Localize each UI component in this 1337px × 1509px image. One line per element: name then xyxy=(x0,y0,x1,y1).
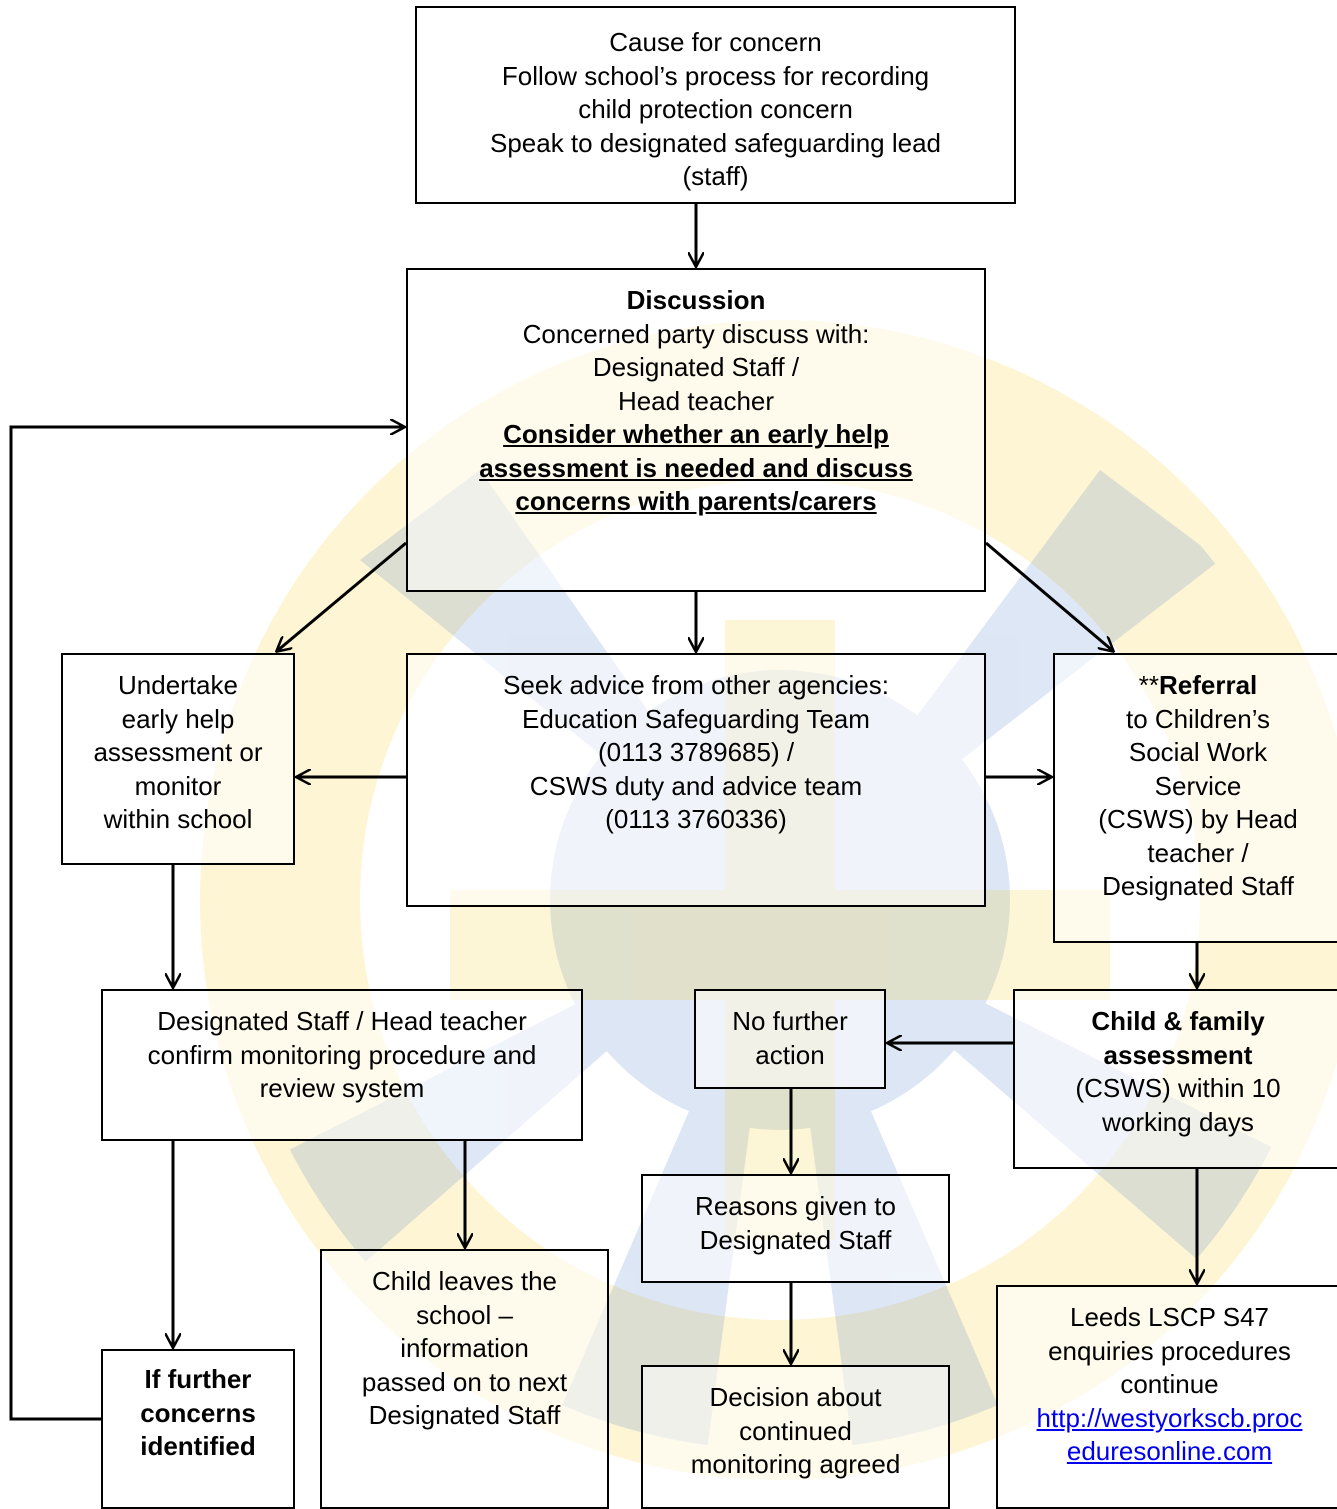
referral-line: to Children’s xyxy=(1125,703,1271,734)
confirm-monitoring-line: Designated Staff / Head teacher xyxy=(157,1006,527,1036)
referral-heading: **Referral xyxy=(1055,669,1337,703)
early-help-line: assessment or xyxy=(93,737,263,767)
decision-line: monitoring agreed xyxy=(690,1449,901,1479)
cause-line: Follow school’s process for recording xyxy=(501,60,930,91)
assessment-line: working days xyxy=(1102,1106,1254,1137)
assessment-line: (CSWS) within 10 xyxy=(1075,1073,1281,1103)
early-help-line: within school xyxy=(103,804,253,834)
cause-line: Speak to designated safeguarding lead xyxy=(489,127,941,158)
leeds-line: enquiries procedures xyxy=(1048,1335,1291,1366)
seek-advice-line: (0113 3789685) / xyxy=(597,737,795,767)
cause-line: Cause for concern xyxy=(609,27,822,57)
referral-line: Social Work xyxy=(1128,737,1268,767)
early-help-line: early help xyxy=(121,703,235,734)
child-family-assessment-box: Child & family assessment (CSWS) within … xyxy=(1013,989,1337,1169)
seek-advice-line: CSWS duty and advice team xyxy=(529,770,863,801)
leeds-line: continue xyxy=(1120,1369,1219,1399)
assessment-title-line: Child & family xyxy=(1091,1006,1265,1036)
cause-for-concern-box: Cause for concern Follow school’s proces… xyxy=(415,6,1016,204)
discussion-emphasis-line: concerns with parents/carers xyxy=(515,486,877,516)
discussion-box: Discussion Concerned party discuss with:… xyxy=(406,268,986,592)
discussion-emphasis-line: Consider whether an early help xyxy=(503,419,889,449)
child-leaves-line: passed on to next xyxy=(361,1366,568,1397)
procedures-link[interactable]: http://westyorkscb.proc xyxy=(1036,1402,1303,1433)
discussion-line: Concerned party discuss with: xyxy=(522,318,870,349)
arrow-further-concerns-loop-to-discussion xyxy=(9,427,404,1421)
reasons-given-line: Reasons given to xyxy=(695,1191,896,1221)
procedures-link[interactable]: eduresonline.com xyxy=(1066,1436,1273,1466)
seek-advice-line: Seek advice from other agencies: xyxy=(503,670,889,700)
seek-advice-line: (0113 3760336) xyxy=(605,804,787,834)
further-concerns-line: concerns xyxy=(140,1397,256,1428)
child-leaves-line: information xyxy=(400,1333,529,1363)
discussion-title: Discussion xyxy=(626,285,766,315)
further-concerns-line: If further xyxy=(144,1364,252,1394)
early-help-line: monitor xyxy=(134,770,222,801)
further-concerns-box: If further concerns identified xyxy=(101,1349,295,1509)
confirm-monitoring-line: review system xyxy=(259,1073,425,1103)
seek-advice-line: Education Safeguarding Team xyxy=(522,703,870,734)
assessment-title-line: assessment xyxy=(1103,1039,1253,1070)
child-leaves-box: Child leaves the school – information pa… xyxy=(320,1249,609,1509)
arrow-discussion-to-early-help xyxy=(277,541,407,651)
decision-box: Decision about continued monitoring agre… xyxy=(641,1365,950,1509)
decision-line: Decision about xyxy=(709,1382,882,1412)
referral-line: teacher / xyxy=(1147,837,1249,868)
reasons-given-line: Designated Staff xyxy=(699,1224,892,1255)
discussion-line: Designated Staff / xyxy=(592,352,800,382)
further-concerns-line: identified xyxy=(140,1431,256,1461)
early-help-box: Undertake early help assessment or monit… xyxy=(61,653,295,865)
no-further-action-line: action xyxy=(755,1039,825,1070)
confirm-monitoring-line: confirm monitoring procedure and xyxy=(147,1039,537,1070)
child-leaves-line: school – xyxy=(416,1299,513,1330)
child-leaves-line: Child leaves the xyxy=(372,1266,557,1296)
arrow-discussion-to-referral xyxy=(985,541,1113,651)
no-further-action-box: No further action xyxy=(694,989,886,1089)
discussion-line: Head teacher xyxy=(617,385,775,416)
referral-line: Designated Staff xyxy=(1102,871,1294,901)
referral-box: **Referral to Children’s Social Work Ser… xyxy=(1053,653,1337,943)
leeds-line: Leeds LSCP S47 xyxy=(1070,1302,1269,1332)
seek-advice-box: Seek advice from other agencies: Educati… xyxy=(406,653,986,907)
referral-title: Referral xyxy=(1158,670,1258,700)
decision-line: continued xyxy=(739,1415,852,1446)
reasons-given-box: Reasons given to Designated Staff xyxy=(641,1174,950,1283)
discussion-emphasis-line: assessment is needed and discuss xyxy=(479,452,913,483)
referral-prefix: ** xyxy=(1138,670,1159,700)
cause-line: (staff) xyxy=(682,161,749,191)
no-further-action-line: No further xyxy=(732,1006,848,1036)
cause-line: child protection concern xyxy=(578,94,853,124)
referral-line: Service xyxy=(1154,770,1242,801)
early-help-line: Undertake xyxy=(118,670,238,700)
child-leaves-line: Designated Staff xyxy=(368,1400,561,1430)
confirm-monitoring-box: Designated Staff / Head teacher confirm … xyxy=(101,989,583,1141)
referral-line: (CSWS) by Head xyxy=(1098,804,1298,834)
leeds-procedures-box: Leeds LSCP S47 enquiries procedures cont… xyxy=(996,1285,1337,1509)
